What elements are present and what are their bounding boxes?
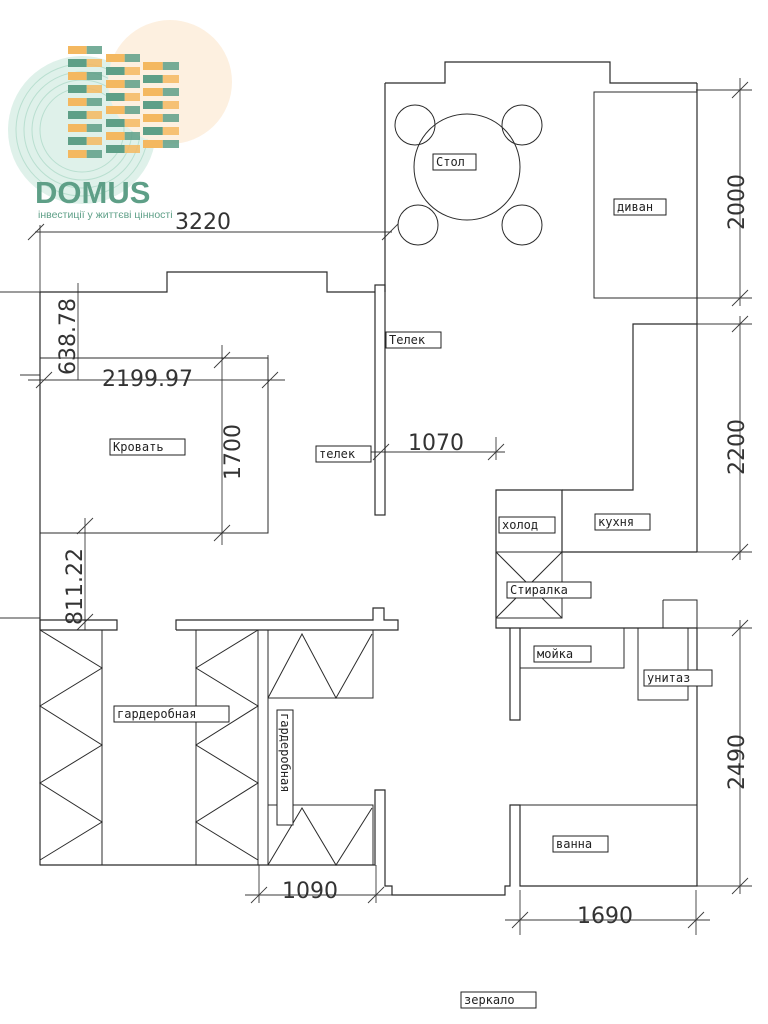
dim-638: 638.78 xyxy=(56,298,81,375)
wardrobe-cabinet-top xyxy=(267,629,374,699)
domus-logo: DOMUS інвестиції у життєві цінності xyxy=(8,20,232,221)
logo-building-stripe xyxy=(86,46,102,54)
dim-1700: 1700 xyxy=(221,424,246,480)
logo-building-stripe xyxy=(124,145,140,153)
wardrobe-cabinet-left xyxy=(39,629,103,866)
label-mirror: зеркало xyxy=(464,993,515,1007)
logo-building-stripe xyxy=(124,67,140,75)
logo-building-stripe xyxy=(106,132,125,140)
chair-bottom-left xyxy=(397,204,439,246)
dim-1690: 1690 xyxy=(577,904,633,929)
logo-building-stripe xyxy=(106,145,125,153)
logo-building-stripe xyxy=(106,67,125,75)
logo-building-stripe xyxy=(124,93,140,101)
dim-811: 811.22 xyxy=(63,548,88,625)
logo-tagline: інвестиції у життєві цінності xyxy=(38,209,173,221)
sofa xyxy=(593,91,698,299)
logo-building-stripe xyxy=(86,111,102,119)
label-bed: Кровать xyxy=(113,440,164,454)
logo-building-stripe xyxy=(86,59,102,67)
dim-2200: 2200 xyxy=(725,419,750,475)
logo-building-stripe xyxy=(68,72,87,80)
logo-building-stripe xyxy=(143,88,163,96)
logo-building-stripe xyxy=(86,98,102,106)
wardrobe-cabinet-bottom xyxy=(267,804,374,866)
logo-buildings xyxy=(68,46,179,158)
logo-building-stripe xyxy=(143,101,163,109)
logo-building-stripe xyxy=(106,119,125,127)
dimension-lines xyxy=(0,78,752,935)
logo-building-stripe xyxy=(143,62,163,70)
logo-building-stripe xyxy=(143,140,163,148)
logo-building-stripe xyxy=(124,80,140,88)
logo-building-stripe xyxy=(68,150,87,158)
label-wardrobe-main: гардеробная xyxy=(117,707,196,721)
logo-building-stripe xyxy=(106,80,125,88)
logo-building-stripe xyxy=(124,106,140,114)
label-bath: ванна xyxy=(556,837,592,851)
logo-brand-text: DOMUS xyxy=(35,175,150,210)
bed xyxy=(39,357,269,534)
logo-building-stripe xyxy=(68,137,87,145)
dim-1090: 1090 xyxy=(282,879,338,904)
label-fridge: холод xyxy=(502,518,538,532)
label-toilet: унитаз xyxy=(647,671,690,685)
dim-2490: 2490 xyxy=(725,734,750,790)
logo-building-stripe xyxy=(124,54,140,62)
logo-building-stripe xyxy=(86,124,102,132)
label-sink: мойка xyxy=(537,647,573,661)
logo-building-stripe xyxy=(162,114,179,122)
logo-building-stripe xyxy=(124,132,140,140)
logo-building-stripe xyxy=(162,75,179,83)
logo-building-stripe xyxy=(86,72,102,80)
logo-building-stripe xyxy=(162,88,179,96)
logo-building-stripe xyxy=(68,85,87,93)
logo-building-stripe xyxy=(68,98,87,106)
label-washer: Стиралка xyxy=(510,583,568,597)
toilet xyxy=(637,627,689,701)
dimension-values: 3220 2000 638.78 2199.97 1700 1070 2200 … xyxy=(56,174,750,929)
label-tv-top: Телек xyxy=(389,333,426,347)
label-table: Стол xyxy=(436,155,465,169)
label-tv-bedroom: телек xyxy=(319,447,356,461)
logo-building-stripe xyxy=(106,106,125,114)
logo-building-stripe xyxy=(86,137,102,145)
logo-building-stripe xyxy=(68,124,87,132)
logo-building-stripe xyxy=(106,54,125,62)
logo-building-stripe xyxy=(143,127,163,135)
dining-table xyxy=(413,113,521,221)
chair-top-left xyxy=(394,104,436,146)
logo-building-stripe xyxy=(86,85,102,93)
bathtub xyxy=(519,804,698,887)
chair-top-right xyxy=(501,104,543,146)
sink xyxy=(519,627,625,669)
label-kitchen: кухня xyxy=(598,515,634,529)
logo-building-stripe xyxy=(106,93,125,101)
logo-building-stripe xyxy=(68,111,87,119)
dim-1070: 1070 xyxy=(408,431,464,456)
dim-2199: 2199.97 xyxy=(102,367,193,392)
logo-building-stripe xyxy=(68,46,87,54)
logo-building-stripe xyxy=(86,150,102,158)
logo-building-stripe xyxy=(162,62,179,70)
wardrobe-cabinet-center xyxy=(195,629,259,866)
logo-building-stripe xyxy=(124,119,140,127)
label-sofa: диван xyxy=(617,200,653,214)
logo-building-stripe xyxy=(162,127,179,135)
logo-building-stripe xyxy=(143,114,163,122)
label-wardrobe-side: гардеробная xyxy=(278,713,292,792)
furniture xyxy=(39,91,698,887)
logo-building-stripe xyxy=(143,75,163,83)
dim-2000: 2000 xyxy=(725,174,750,230)
dim-3220: 3220 xyxy=(175,210,231,235)
room-labels: Стол диван Телек телек Кровать холод кух… xyxy=(109,153,713,1009)
logo-building-stripe xyxy=(162,101,179,109)
logo-building-stripe xyxy=(162,140,179,148)
chair-bottom-right xyxy=(501,204,543,246)
logo-building-stripe xyxy=(68,59,87,67)
